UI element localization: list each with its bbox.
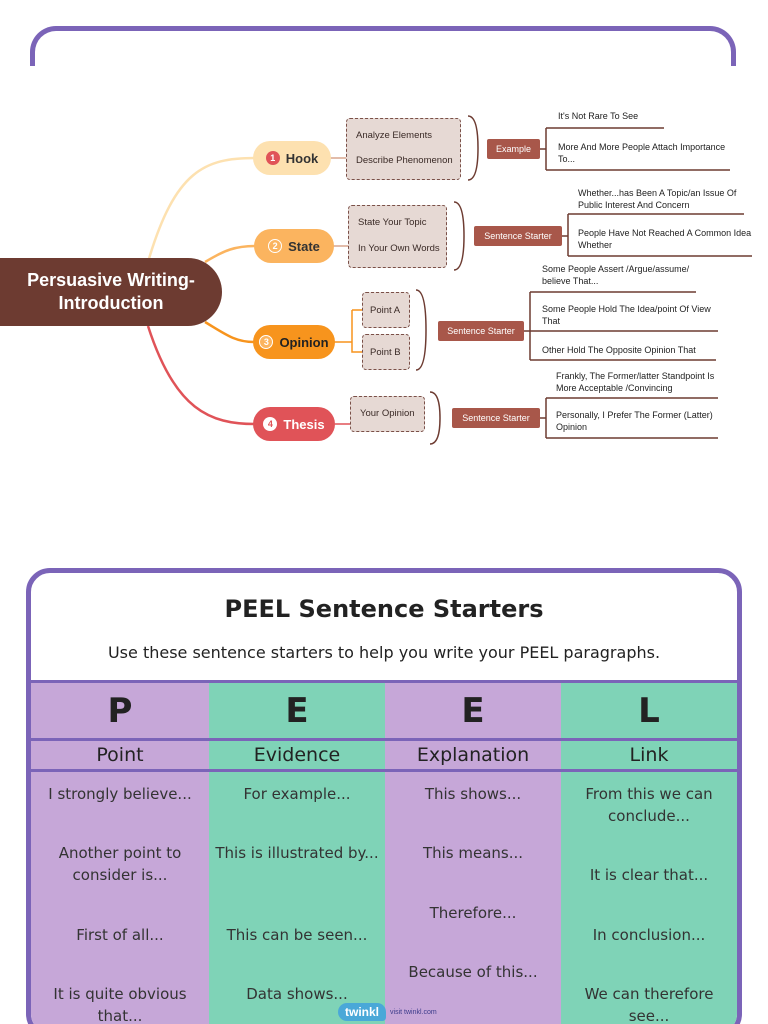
explanation-starter-3: Therefore... [429,904,517,922]
opinion-starter-1: Some People Assert /Argue/assume/ believ… [542,264,690,286]
branch-thesis: 4 Thesis [253,407,335,441]
thesis-sub-a: Your Opinion [360,408,415,419]
number-2-icon: 2 [268,239,283,253]
column-evidence-letter: E [285,690,309,731]
hook-sub-b: Describe Phenomenon [356,155,453,166]
thesis-starter-1: Frankly, The Former/latter Standpoint Is… [556,371,715,393]
point-starter-3: First of all... [76,926,164,944]
column-evidence: E Evidence For example... This is illust… [209,683,385,1024]
mind-map: Persuasive Writing- Introduction 1 Hook … [0,111,752,445]
column-point-letter: P [107,690,133,731]
branch-state: 2 State [254,229,334,263]
evidence-starter-2: This is illustrated by... [215,844,379,862]
explanation-starter-1: This shows... [424,785,522,803]
column-explanation-name: Explanation [385,738,561,772]
central-topic: Persuasive Writing- Introduction [0,258,222,326]
peel-grid: P Point I strongly believe... Another po… [31,680,737,1024]
state-sub-b: In Your Own Words [358,243,440,254]
link-starter-2: It is clear that... [589,866,709,884]
peel-card: PEEL Sentence Starters Use these sentenc… [26,568,742,1024]
column-explanation: E Explanation This shows... This means..… [385,683,561,1024]
twinkl-url[interactable]: visit twinkl.com [390,1008,437,1016]
explanation-starter-2: This means... [422,844,524,862]
thesis-starter-2: Personally, I Prefer The Former (Latter)… [556,410,713,432]
branch-opinion: 3 Opinion [253,325,335,359]
state-sub-box [348,205,447,268]
column-link-name: Link [561,738,737,772]
number-4-icon: 4 [263,417,278,431]
peel-title: PEEL Sentence Starters [224,595,544,623]
branch-hook: 1 Hook [253,141,331,175]
opinion-sub-box-b [362,334,410,370]
number-1-icon: 1 [265,151,280,165]
point-starter-4: It is quite obvious that... [53,985,187,1024]
state-tag: Sentence Starter [474,226,562,246]
branch-thesis-label: Thesis [283,416,325,432]
opinion-sub-box-a [362,292,410,328]
link-starter-3: In conclusion... [592,926,706,944]
state-starter-2: People Have Not Reached A Common Idea Wh… [578,228,752,250]
opinion-tag: Sentence Starter [438,321,524,341]
column-evidence-name: Evidence [209,738,385,772]
opinion-starter-2: Some People Hold The Idea/point Of View … [542,304,711,326]
opinion-starter-3: Other Hold The Opposite Opinion That [542,345,696,355]
state-starter-1: Whether...has Been A Topic/an Issue Of P… [578,188,737,210]
column-point: P Point I strongly believe... Another po… [31,683,209,1024]
hook-starter-2: More And More People Attach Importance T… [558,142,726,164]
peel-subtitle: Use these sentence starters to help you … [107,643,661,662]
top-frame [30,26,736,66]
evidence-starter-1: For example... [243,785,351,803]
column-link: L Link From this we can conclude... It i… [561,683,737,1024]
opinion-sub-a: Point A [370,305,401,316]
thesis-sub-box [350,396,425,432]
hook-sub-box [346,118,461,180]
hook-starter-1: It's Not Rare To See [558,111,639,121]
twinkl-footer: twinkl visit twinkl.com [338,1001,437,1023]
hook-tag: Example [487,139,540,159]
column-explanation-letter: E [461,690,485,731]
point-starter-2: Another point to consider is... [58,844,182,884]
evidence-starter-3: This can be seen... [226,926,368,944]
branch-state-label: State [288,238,320,254]
hook-sub-a: Analyze Elements [356,130,433,141]
column-point-name: Point [31,738,209,772]
twinkl-logo: twinkl [338,1003,387,1021]
link-starter-1: From this we can conclude... [585,785,713,825]
column-link-letter: L [638,690,660,731]
branch-hook-label: Hook [285,150,319,166]
central-topic-line-2: Introduction [58,293,164,313]
central-topic-line-1: Persuasive Writing- [27,270,195,290]
state-sub-a: State Your Topic [358,217,427,228]
link-starter-4: We can therefore see... [584,985,714,1024]
thesis-tag: Sentence Starter [452,408,540,428]
explanation-starter-4: Because of this... [408,963,538,981]
branch-opinion-label: Opinion [279,334,329,350]
opinion-sub-b: Point B [370,347,401,358]
point-starter-1: I strongly believe... [48,785,192,803]
evidence-starter-4: Data shows... [246,985,348,1003]
number-3-icon: 3 [259,335,274,349]
